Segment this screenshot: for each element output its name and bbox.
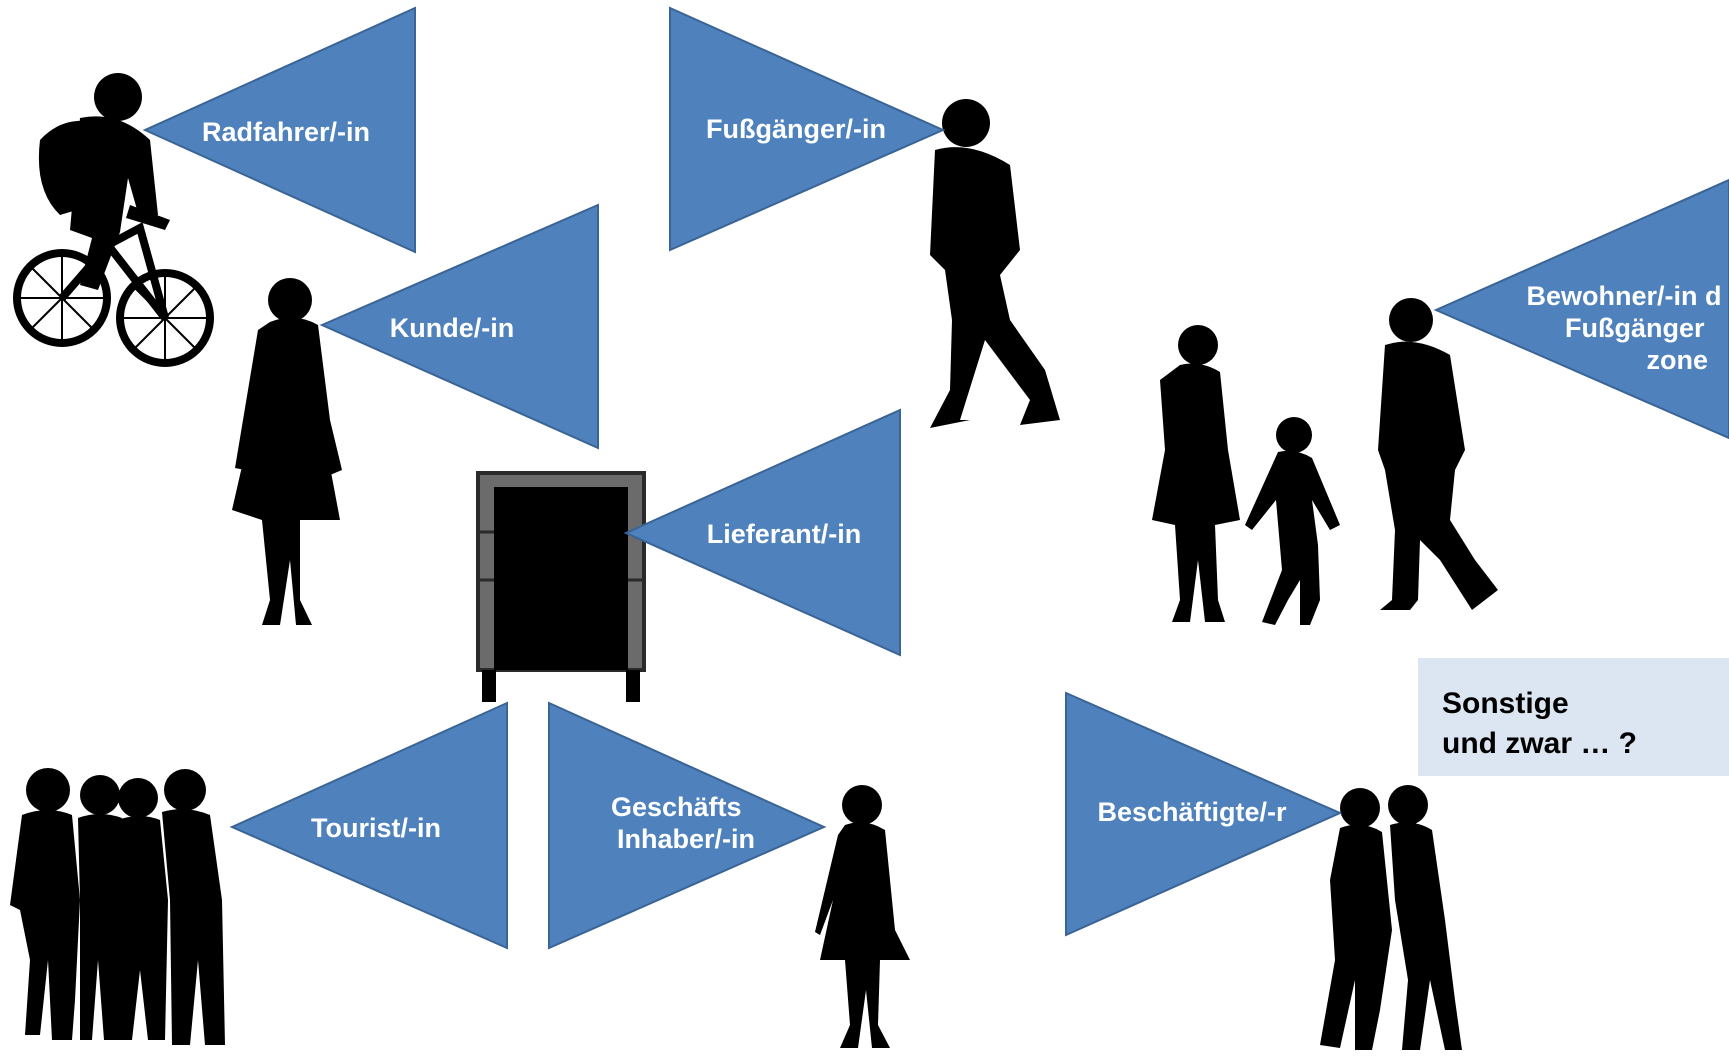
label-geschaefts: Geschäfts Inhaber/-in — [611, 792, 755, 854]
label-fussgaenger: Fußgänger/-in — [706, 114, 886, 144]
couple-silhouette — [1320, 785, 1462, 1050]
woman-silhouette — [232, 278, 342, 625]
walking-man-silhouette — [930, 99, 1060, 428]
triangle-geschaefts — [548, 701, 827, 950]
sign-board — [476, 471, 646, 702]
triangle-beschaeftigte — [1065, 691, 1343, 937]
cyclist-silhouette — [13, 73, 214, 367]
other-box-line1: Sonstige — [1442, 687, 1569, 720]
triangle-kunde — [319, 203, 599, 450]
other-box-line2: und zwar … ? — [1442, 727, 1637, 760]
label-tourist: Tourist/-in — [311, 813, 441, 843]
label-bewohner: Bewohner/-in d Fußgänger zone — [1526, 281, 1729, 375]
other-box: Sonstige und zwar … ? — [1418, 658, 1729, 776]
triangle-tourist — [229, 701, 508, 950]
triangle-fussgaenger — [669, 6, 946, 252]
triangle-bewohner — [1433, 178, 1729, 440]
label-beschaeftigte: Beschäftigte/-r — [1097, 797, 1287, 827]
tourist-group-silhouette — [10, 768, 225, 1045]
label-radfahrer: Radfahrer/-in — [202, 117, 370, 147]
label-kunde: Kunde/-in — [390, 313, 514, 343]
woman-silhouette — [815, 785, 910, 1048]
triangle-radfahrer — [142, 6, 416, 254]
triangle-lieferant — [623, 408, 901, 657]
label-lieferant: Lieferant/-in — [707, 519, 862, 549]
family-silhouette — [1152, 298, 1498, 625]
